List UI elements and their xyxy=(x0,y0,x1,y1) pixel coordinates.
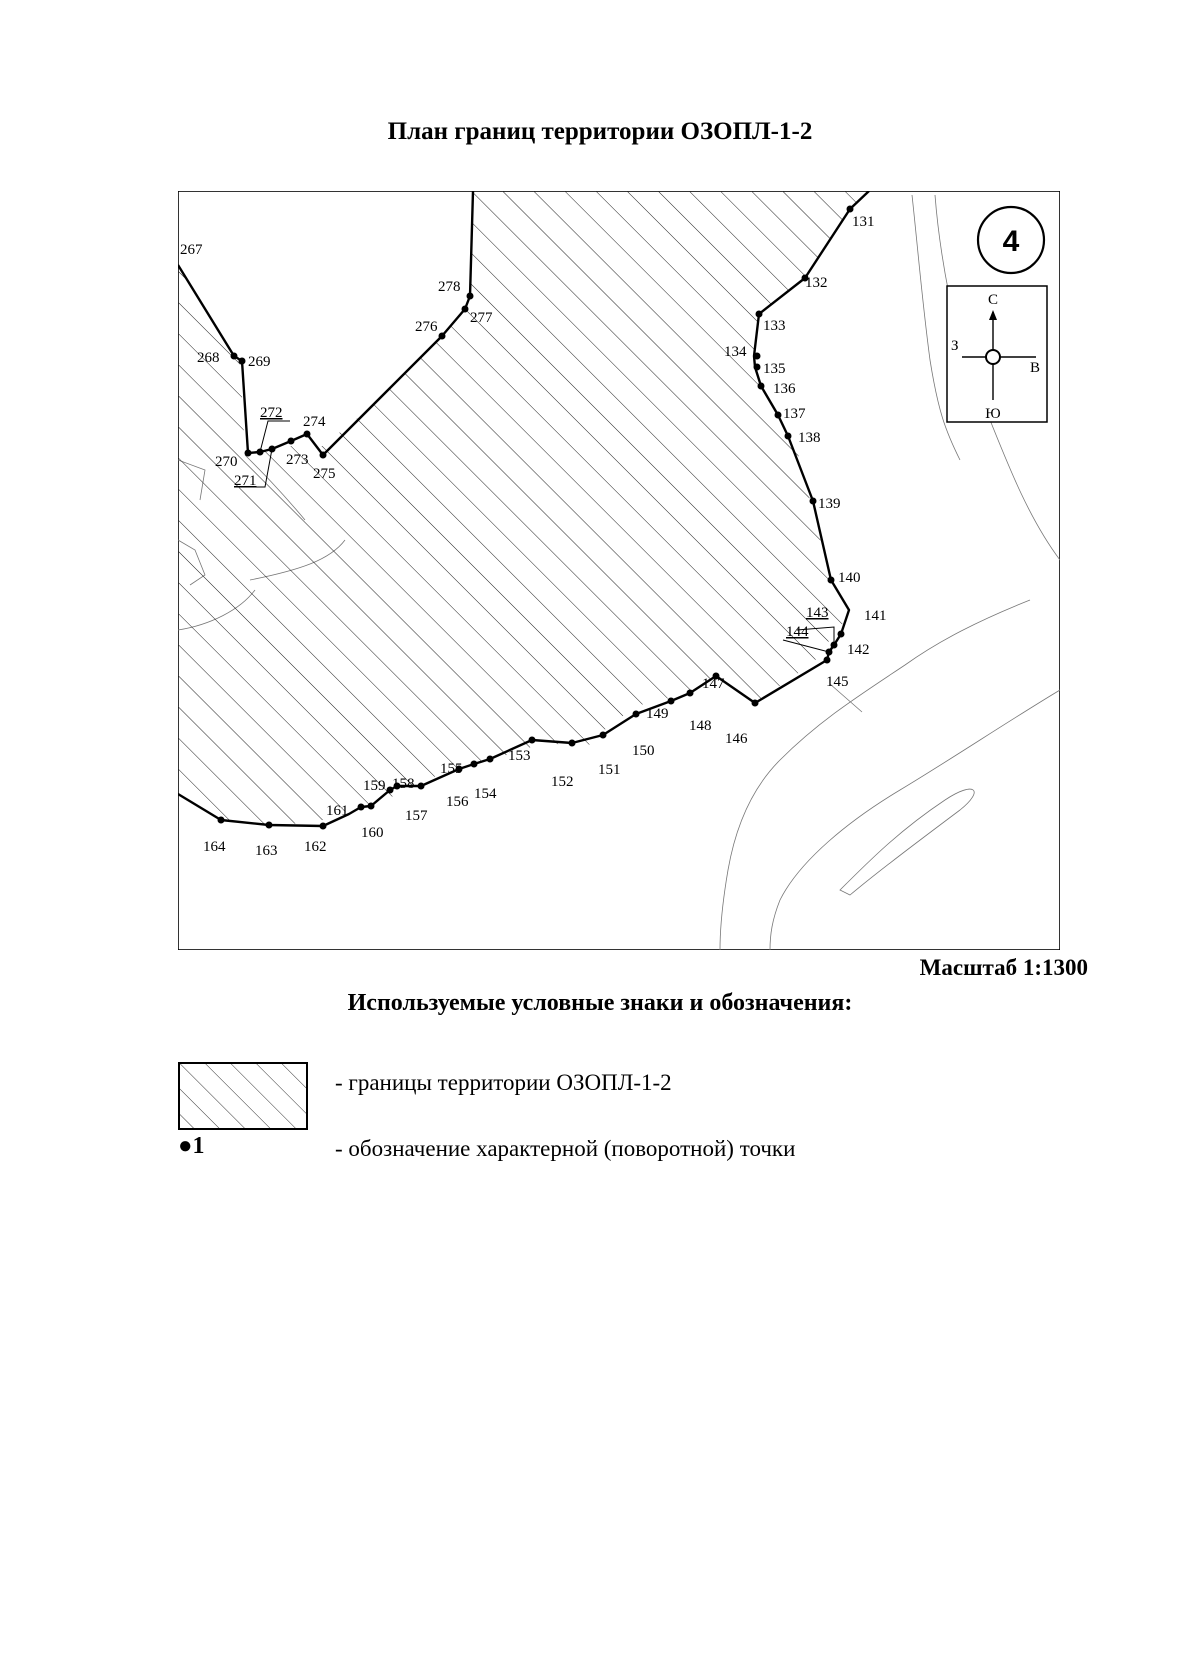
point-label-140: 140 xyxy=(838,570,861,586)
point-label-156: 156 xyxy=(446,794,469,810)
point-label-132: 132 xyxy=(805,275,828,291)
legend-item-point-text: - обозначение характерной (поворотной) т… xyxy=(335,1136,796,1161)
point-label-151: 151 xyxy=(598,762,621,778)
point-label-272: 272 xyxy=(260,405,283,421)
point-label-161: 161 xyxy=(326,803,349,819)
point-labels: 131 132 133 134 135 136 137 138 139 140 … xyxy=(180,214,887,859)
legend-hatched-swatch xyxy=(178,1062,308,1130)
north-arrow-icon xyxy=(989,310,997,320)
point-dot-icon: ● xyxy=(178,1133,193,1159)
label-leaders xyxy=(240,420,835,653)
legend-title: Используемые условные знаки и обозначени… xyxy=(347,990,853,1016)
point-label-276: 276 xyxy=(415,319,438,335)
point-label-268: 268 xyxy=(197,350,220,366)
point-label-269: 269 xyxy=(248,354,271,370)
legend-item-area-text: - границы территории ОЗОПЛ-1-2 xyxy=(335,1070,672,1095)
compass-east: В xyxy=(1030,360,1040,376)
point-label-154: 154 xyxy=(474,786,497,802)
point-label-152: 152 xyxy=(551,774,574,790)
point-label-275: 275 xyxy=(313,466,336,482)
point-label-135: 135 xyxy=(763,361,786,377)
point-label-148: 148 xyxy=(689,718,712,734)
point-label-162: 162 xyxy=(304,839,327,855)
point-label-149: 149 xyxy=(646,706,669,722)
sheet-number: 4 xyxy=(1003,225,1020,258)
map-scale: Масштаб 1:1300 xyxy=(919,955,1088,980)
point-label-133: 133 xyxy=(763,318,786,334)
page-title: План границ территории ОЗОПЛ-1-2 xyxy=(387,118,813,145)
compass-south: Ю xyxy=(985,406,1000,422)
point-label-138: 138 xyxy=(798,430,821,446)
boundary-point-markers xyxy=(217,205,854,830)
point-label-157: 157 xyxy=(405,808,428,824)
point-label-136: 136 xyxy=(773,381,796,397)
point-label-155: 155 xyxy=(440,761,463,777)
point-label-131: 131 xyxy=(852,214,875,230)
point-label-141: 141 xyxy=(864,608,887,624)
legend-point-symbol: ●1 xyxy=(178,1133,205,1160)
point-label-164: 164 xyxy=(203,839,226,855)
point-label-147: 147 xyxy=(702,676,725,692)
point-label-137: 137 xyxy=(783,406,806,422)
point-label-273: 273 xyxy=(286,452,309,468)
point-label-150: 150 xyxy=(632,743,655,759)
compass-west: З xyxy=(951,338,959,354)
point-label-271: 271 xyxy=(234,473,257,489)
point-label-158: 158 xyxy=(392,776,415,792)
legend-point-label: 1 xyxy=(192,1133,205,1159)
point-label-143: 143 xyxy=(806,605,829,621)
point-label-145: 145 xyxy=(826,674,849,690)
point-label-278: 278 xyxy=(438,279,461,295)
point-label-139: 139 xyxy=(818,496,841,512)
point-label-146: 146 xyxy=(725,731,748,747)
point-label-153: 153 xyxy=(508,748,531,764)
point-label-267: 267 xyxy=(180,242,203,258)
point-label-144: 144 xyxy=(786,624,809,640)
compass-north: С xyxy=(988,292,998,308)
point-label-270: 270 xyxy=(215,454,238,470)
point-label-134: 134 xyxy=(724,344,747,360)
point-label-160: 160 xyxy=(361,825,384,841)
boundary-map: 131 132 133 134 135 136 137 138 139 140 … xyxy=(178,191,1060,950)
point-label-159: 159 xyxy=(363,778,386,794)
point-label-274: 274 xyxy=(303,414,326,430)
point-label-277: 277 xyxy=(470,310,493,326)
point-label-142: 142 xyxy=(847,642,870,658)
compass-rose: С Ю З В xyxy=(946,285,1048,423)
sheet-number-badge: 4 xyxy=(976,205,1046,275)
point-label-163: 163 xyxy=(255,843,278,859)
